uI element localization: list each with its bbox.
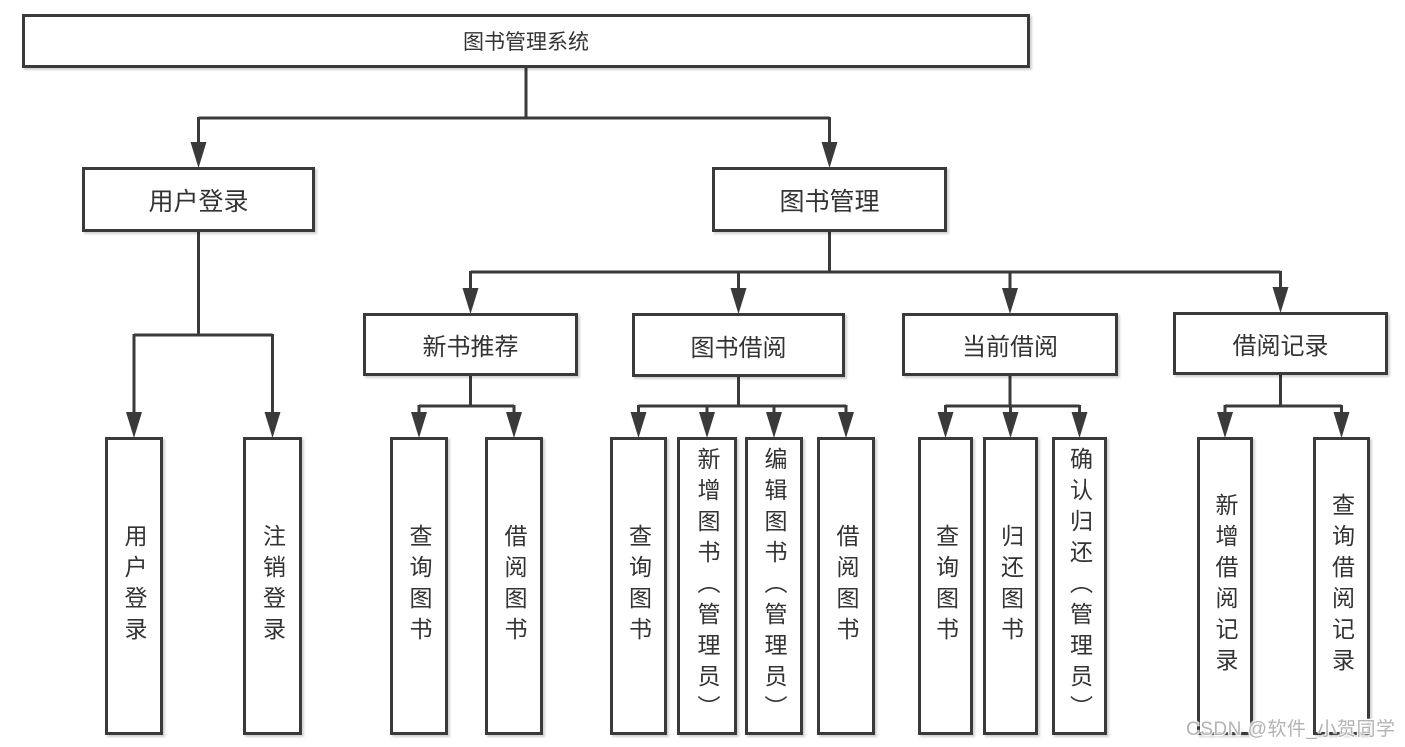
arrowhead [730,288,747,314]
node-label: 当前借阅 [962,334,1058,361]
node-label: 借阅图书 [501,524,527,648]
node-leaf-logout: 注销登录 [243,437,302,735]
node-leaf-cur-query: 查询图书 [918,437,973,735]
node-label: 用户登录 [148,187,249,216]
arrowhead [1272,287,1289,313]
node-label: 图书管理系统 [463,31,589,54]
edge-mgmt [462,232,1289,314]
node-label: 图书借阅 [690,334,787,362]
arrowhead [699,412,715,438]
node-leaf-rec-add: 新增借阅记录 [1197,437,1253,735]
arrowhead [630,412,647,438]
node-leaf-cur-return: 归还图书 [983,437,1038,735]
arrowhead [264,412,281,438]
edge-newbook [411,376,522,438]
node-label: 新增借阅记录 [1212,493,1238,679]
edge-current [937,376,1088,438]
edge-borrow [630,377,854,438]
arrowhead [126,412,142,438]
edge-root [190,68,838,168]
edge-login [126,232,281,438]
node-leaf-nb-query: 查询图书 [390,437,448,735]
node-leaf-bw-borrow: 借阅图书 [817,437,875,735]
arrowhead [1333,412,1350,438]
node-label: 借阅记录 [1232,333,1329,360]
node-label: 新增图书（管理员） [694,446,720,726]
node-login: 用户登录 [82,167,315,232]
node-label: 新书推荐 [422,334,519,361]
csdn-watermark: CSDN @软件_小贺同学 [1186,719,1396,740]
arrowhead [411,412,427,438]
node-label: 注销登录 [259,524,286,648]
node-label: 查询图书 [625,524,652,648]
node-mgmt: 图书管理 [712,167,947,232]
arrowhead [838,412,854,438]
arrowhead [1071,412,1088,438]
arrowhead [506,412,522,438]
arrowhead [766,412,782,438]
node-label: 编辑图书（管理员） [761,446,787,726]
node-current: 当前借阅 [902,313,1118,376]
node-root: 图书管理系统 [22,14,1030,68]
node-label: 图书管理 [779,187,880,216]
node-label: 用户登录 [121,524,147,648]
node-leaf-user-login: 用户登录 [105,437,163,735]
node-leaf-cur-confirm: 确认归还（管理员） [1052,437,1107,735]
node-label: 归还图书 [997,524,1024,648]
node-label: 查询借阅记录 [1328,493,1355,679]
arrowhead [1002,288,1018,314]
arrowhead [937,412,954,438]
node-leaf-bw-query: 查询图书 [610,437,667,735]
arrowhead [190,142,207,168]
node-leaf-bw-edit: 编辑图书（管理员） [745,437,803,735]
node-label: 查询图书 [406,524,432,648]
node-borrow: 图书借阅 [632,313,845,377]
edge-records [1217,375,1350,438]
node-label: 借阅图书 [833,524,859,648]
node-records: 借阅记录 [1173,312,1388,375]
arrowhead [462,288,479,314]
node-newbook: 新书推荐 [363,313,578,376]
arrowhead [1002,412,1019,438]
node-label: 查询图书 [932,524,959,648]
arrowhead [1217,412,1233,438]
arrowhead [821,142,838,168]
node-label: 确认归还（管理员） [1066,446,1093,726]
node-leaf-nb-borrow: 借阅图书 [485,437,543,735]
node-leaf-bw-add: 新增图书（管理员） [677,437,737,735]
node-leaf-rec-query: 查询借阅记录 [1313,437,1370,735]
